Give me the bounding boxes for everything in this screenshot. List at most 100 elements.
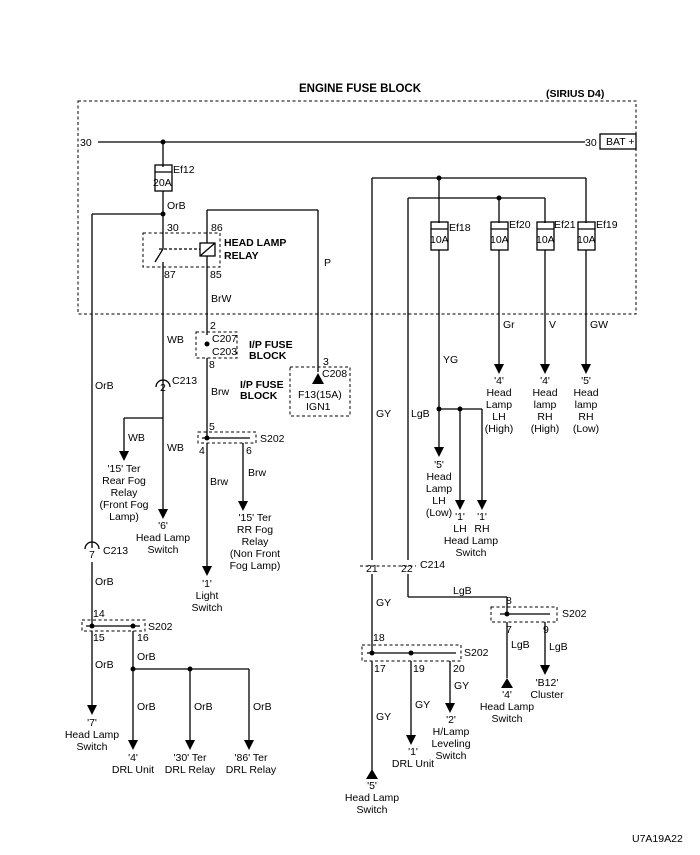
pin: 9: [543, 624, 549, 636]
dest-label: Switch: [77, 741, 108, 753]
dest-label: RH: [474, 523, 489, 535]
wire-color: OrB: [95, 380, 114, 392]
ip-fuse2-title-1: I/P FUSE: [240, 379, 284, 391]
pin: 7: [89, 549, 95, 561]
connector-label: C214: [420, 559, 445, 571]
circuit-label: IGN1: [306, 401, 331, 413]
relay-title-1: HEAD LAMP: [224, 237, 286, 249]
ip-fuse-title-1: I/P FUSE: [249, 339, 293, 351]
splice-s202: [490, 606, 558, 623]
dest-label: '4': [540, 375, 550, 387]
dest-label: Cluster: [530, 689, 564, 701]
fuse-rating: 10A: [577, 234, 596, 246]
wire-color: BrW: [211, 293, 232, 305]
battery-label: BAT +: [606, 136, 635, 148]
engine-fuse-block-outline: [77, 100, 637, 315]
dest-label: RR Fog: [237, 524, 273, 536]
battery-terminal: [599, 133, 637, 150]
pin: 18: [373, 632, 385, 644]
pin: 7: [506, 624, 512, 636]
wire-color: GW: [590, 319, 608, 331]
dest-label: DRL Unit: [392, 758, 434, 770]
connector-c213: [84, 541, 100, 550]
wire-color: LgB: [453, 585, 472, 597]
splice-label: S202: [562, 608, 587, 620]
splice-s202: [81, 619, 146, 632]
fuse-rating: 10A: [430, 234, 449, 246]
dest-label: '2': [446, 714, 456, 726]
junction: [89, 623, 95, 629]
connector-label: C207: [212, 333, 237, 345]
dest-label: DRL Relay: [165, 764, 216, 776]
arrow: [501, 678, 513, 688]
fuse-rating: 10A: [536, 234, 555, 246]
bus-pin-right: 30: [585, 137, 597, 149]
dest-label: '5': [367, 780, 377, 792]
dest-label: Head: [426, 471, 451, 483]
ip-fuse-block-c208: [289, 366, 351, 417]
wire-color: P: [324, 257, 331, 269]
dest-label: Head Lamp: [345, 792, 399, 804]
dest-label: Lamp: [486, 399, 512, 411]
dest-label: lamp: [575, 399, 598, 411]
wire-color: Brw: [211, 386, 230, 398]
dest-label: '5': [581, 375, 591, 387]
dest-label: Head: [532, 387, 557, 399]
wire-color: OrB: [167, 200, 186, 212]
splice-label: S202: [260, 433, 285, 445]
dest-label: Switch: [148, 544, 179, 556]
relay-coil-mark: [199, 242, 216, 257]
dest-label: Head Lamp: [65, 729, 119, 741]
dest-label: '15' Ter: [238, 512, 272, 524]
connector-label: C213: [103, 545, 128, 557]
wire-color: OrB: [137, 701, 156, 713]
ip-fuse-title-2: BLOCK: [249, 350, 287, 362]
arrow: [87, 705, 97, 715]
wire-color: OrB: [253, 701, 272, 713]
dest-label: Switch: [357, 804, 388, 816]
dest-label: Head Lamp: [444, 535, 498, 547]
wire-color: WB: [167, 334, 184, 346]
dest-label: '1': [455, 511, 465, 523]
dest-label: '86' Ter: [234, 752, 268, 764]
fuse-id-ef12: Ef12: [173, 164, 195, 176]
fuse-f13: F13(15A): [298, 389, 342, 401]
pin: 5: [209, 421, 215, 433]
arrow: [581, 364, 591, 374]
head-lamp-relay: [142, 232, 221, 268]
arrow: [540, 665, 550, 675]
dest-label: '6': [158, 520, 168, 532]
junction: [504, 611, 510, 617]
dest-label: Switch: [492, 713, 523, 725]
splice-label: S202: [464, 647, 489, 659]
dest-label: Switch: [456, 547, 487, 559]
wire-color: LgB: [411, 408, 430, 420]
arrow: [128, 740, 138, 750]
bus-pin-left: 30: [80, 137, 92, 149]
arrow: [185, 740, 195, 750]
arrow: [202, 566, 212, 576]
relay-pin-87: 87: [164, 269, 176, 281]
wire-color: Gr: [503, 319, 515, 331]
dest-label: DRL Unit: [112, 764, 154, 776]
fuse-id: Ef21: [554, 219, 576, 231]
pin: 8: [209, 359, 215, 371]
dest-label: (Front Fog: [99, 499, 148, 511]
pin: 17: [374, 663, 386, 675]
connector-c213: [155, 379, 171, 388]
dest-label: '30' Ter: [173, 752, 207, 764]
dest-label: Fog Lamp): [230, 560, 281, 572]
junction: [130, 623, 136, 629]
arrow: [494, 364, 504, 374]
junction: [408, 650, 414, 656]
dest-label: '4': [502, 689, 512, 701]
splice-s202: [197, 431, 257, 444]
arrow: [158, 509, 168, 519]
arrow: [540, 364, 550, 374]
fuse-id: Ef18: [449, 222, 471, 234]
arrow: [238, 501, 248, 511]
dest-label: Switch: [436, 750, 467, 762]
dest-label: RH: [578, 411, 593, 423]
wire-color: V: [549, 319, 556, 331]
